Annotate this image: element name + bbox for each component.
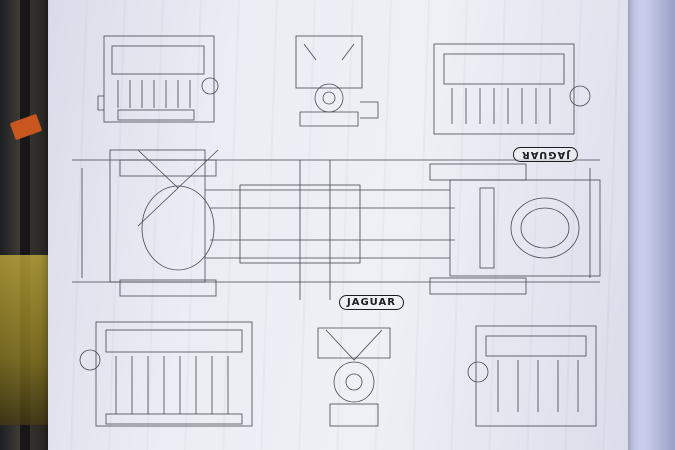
engine-section-top-left — [97, 35, 219, 123]
jaguar-logo-top: JAGUAR — [513, 147, 578, 162]
jaguar-logo-middle: JAGUAR — [339, 295, 404, 310]
engine-front-view-bottom — [317, 327, 391, 427]
engine-side-view-bottom-right — [467, 325, 597, 427]
engine-side-view-top-right — [433, 43, 591, 135]
paper-texture — [48, 0, 628, 450]
chassis-plan-view — [72, 149, 601, 300]
engine-front-view-top — [295, 35, 379, 127]
engine-section-bottom-left — [79, 321, 253, 427]
blueprint-sheet — [48, 0, 628, 450]
easel-pole — [20, 0, 30, 450]
yellow-background-object — [0, 255, 55, 425]
